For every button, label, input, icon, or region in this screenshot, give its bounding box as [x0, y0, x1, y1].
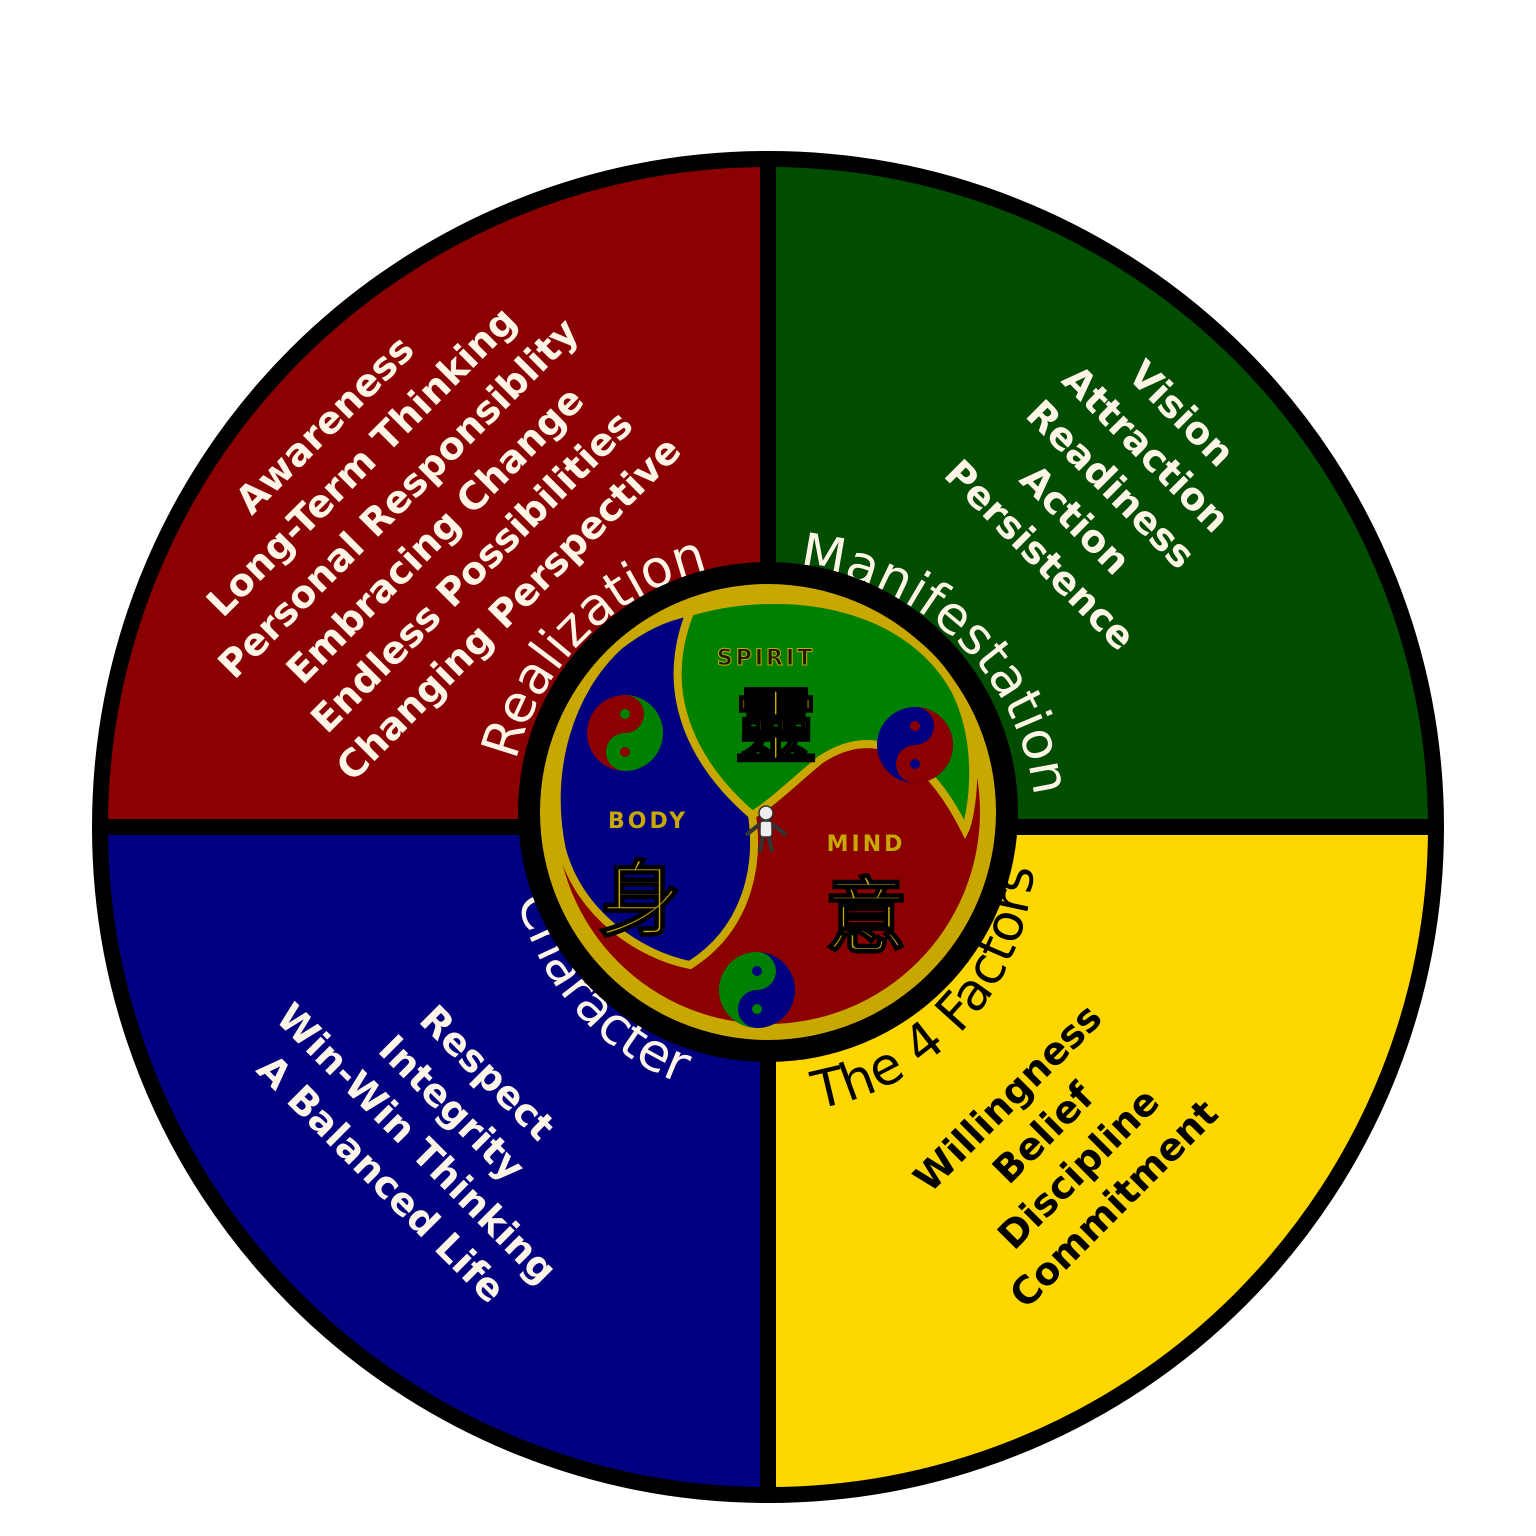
spirit-label: SPIRIT	[717, 646, 815, 671]
spirit-glyph: 靈	[735, 679, 817, 775]
human-figure-icon	[744, 805, 788, 853]
wheel-outline	[92, 151, 1444, 1503]
body-glyph: 身	[599, 852, 681, 948]
center-emblem: SPIRIT 靈 BODY 身 MIND 意	[518, 562, 1018, 1062]
yin-yang-icon	[719, 952, 795, 1028]
yin-yang-icon	[587, 695, 663, 771]
mind-label: MIND	[827, 832, 906, 857]
mind-glyph: 意	[825, 869, 907, 965]
yin-yang-icon	[877, 707, 953, 783]
body-label: BODY	[608, 809, 688, 834]
